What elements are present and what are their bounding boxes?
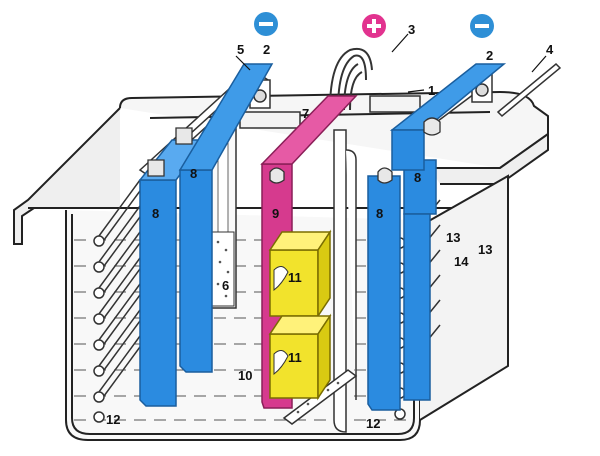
terminal-positive-center bbox=[362, 14, 386, 38]
label-12-right: 12 bbox=[366, 416, 380, 431]
label-3: 3 bbox=[408, 22, 415, 37]
label-2-right: 2 bbox=[486, 48, 493, 63]
label-13-b: 13 bbox=[478, 242, 492, 257]
tank-right-wall bbox=[419, 174, 509, 421]
labels: 5 2 3 2 4 1 7 8 8 8 8 9 6 11 11 10 12 12… bbox=[106, 22, 554, 431]
terminal-negative-left bbox=[254, 12, 278, 36]
tank-inner-wall bbox=[71, 214, 415, 435]
label-13-a: 13 bbox=[446, 230, 460, 245]
label-12-left: 12 bbox=[106, 412, 120, 427]
workpiece-holder-bottom bbox=[268, 313, 332, 401]
label-9: 9 bbox=[272, 206, 279, 221]
cathode-plate-4 bbox=[389, 63, 507, 401]
clamps bbox=[147, 117, 441, 184]
label-8-b: 8 bbox=[152, 206, 159, 221]
label-8-c: 8 bbox=[376, 206, 383, 221]
label-7: 7 bbox=[302, 106, 309, 121]
workpiece-holder-top bbox=[268, 229, 332, 319]
label-1: 1 bbox=[428, 83, 435, 98]
cathode-plate-2 bbox=[178, 63, 274, 373]
label-8-a: 8 bbox=[190, 166, 197, 181]
cathode-plate-3 bbox=[367, 175, 401, 411]
label-14: 14 bbox=[454, 254, 469, 269]
label-4: 4 bbox=[546, 42, 554, 57]
vertical-pipe bbox=[333, 129, 357, 433]
label-6: 6 bbox=[222, 278, 229, 293]
terminal-negative-right bbox=[470, 14, 494, 38]
label-2-left: 2 bbox=[263, 42, 270, 57]
tank-left-lip bbox=[13, 107, 121, 245]
leader-lines bbox=[235, 33, 547, 93]
label-8-d: 8 bbox=[414, 170, 421, 185]
label-5: 5 bbox=[237, 42, 244, 57]
label-11-bottom: 11 bbox=[288, 350, 302, 365]
label-11-top: 11 bbox=[288, 270, 302, 285]
tank-right-lip bbox=[430, 132, 549, 185]
label-10: 10 bbox=[238, 368, 252, 383]
